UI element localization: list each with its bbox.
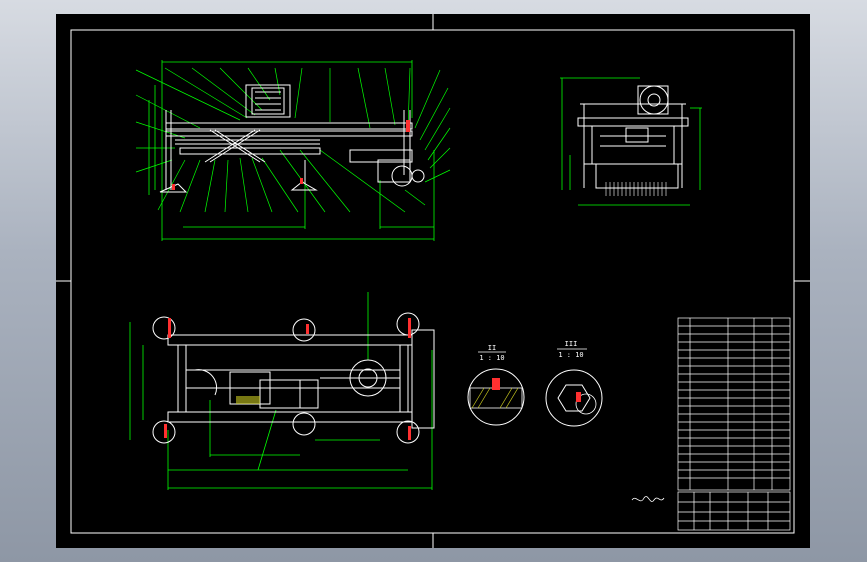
section-iii-scale: 1 : 10 [558,351,583,359]
top-view [129,292,435,490]
top-view-dimensions [129,292,433,490]
front-view-dimensions [148,60,435,241]
side-view [560,77,702,206]
section-ii-hatch [471,387,519,409]
section-iii-label: III [565,340,578,348]
section-ii-scale: 1 : 10 [479,354,504,362]
top-view-machine [152,312,435,444]
side-view-machine [577,85,689,189]
top-view-accents [164,318,411,440]
drawing-border [56,14,810,548]
side-view-dimensions [560,77,702,206]
front-view-accents [172,120,410,190]
parts-list-table [677,317,791,491]
top-view-section-fill [236,396,260,404]
section-iii-view: III 1 : 10 [545,340,603,427]
section-ii-label: II [488,344,496,352]
drawing-sheet [56,14,810,548]
side-view-hatching [605,182,667,196]
signature-scribble [631,496,665,502]
section-ii-view: II 1 : 10 [467,344,525,426]
front-view-machine [159,84,425,193]
front-view [135,60,451,241]
title-block [677,491,791,531]
